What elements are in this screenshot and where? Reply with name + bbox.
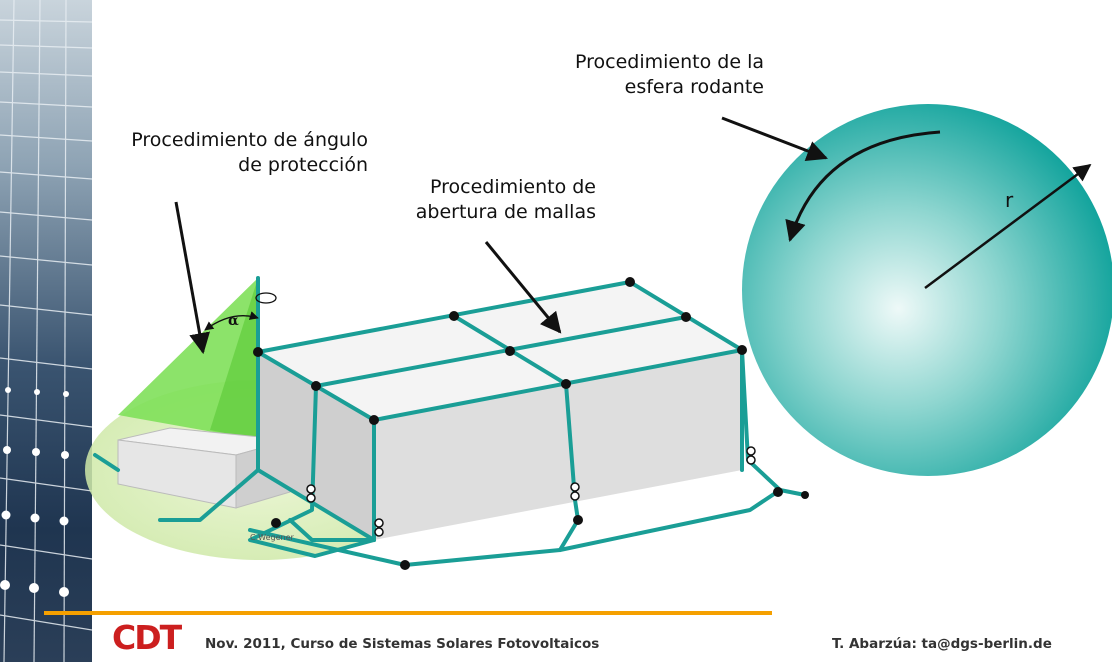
radius-symbol: r <box>1005 188 1014 212</box>
mesh-method-label: Procedimiento de abertura de mallas <box>386 175 596 225</box>
mesh-method-line1: Procedimiento de <box>430 176 596 198</box>
angle-method-label: Procedimiento de ángulo de protección <box>96 128 368 178</box>
footer-divider <box>44 611 772 615</box>
angle-method-arrow <box>174 201 210 355</box>
sphere-method-line1: Procedimiento de la <box>575 51 764 73</box>
svg-text:CDT: CDT <box>112 620 183 654</box>
alpha-symbol: α <box>228 313 239 329</box>
solar-panel-strip <box>0 0 92 662</box>
watermark-text: C.Wegener <box>250 533 294 542</box>
rolling-arrow <box>785 130 941 243</box>
footer-author-email: T. Abarzúa: ta@dgs-berlin.de <box>832 636 1052 652</box>
sphere-method-line2: esfera rodante <box>624 76 764 98</box>
cdt-logo: CDT <box>112 620 185 654</box>
mesh-method-arrow <box>484 241 562 334</box>
sphere-method-arrow <box>721 116 828 162</box>
radius-line <box>924 163 1092 290</box>
sphere-method-label: Procedimiento de la esfera rodante <box>540 50 764 100</box>
angle-method-line2: de protección <box>238 154 368 176</box>
footer-course-text: Nov. 2011, Curso de Sistemas Solares Fot… <box>205 636 600 652</box>
test-joints <box>306 446 756 537</box>
rolling-sphere <box>742 104 1112 476</box>
conductor-junctions <box>253 277 809 570</box>
mesh-method-line2: abertura de mallas <box>415 201 596 223</box>
protection-angle-indicator <box>204 292 277 331</box>
angle-method-line1: Procedimiento de ángulo <box>131 129 368 151</box>
